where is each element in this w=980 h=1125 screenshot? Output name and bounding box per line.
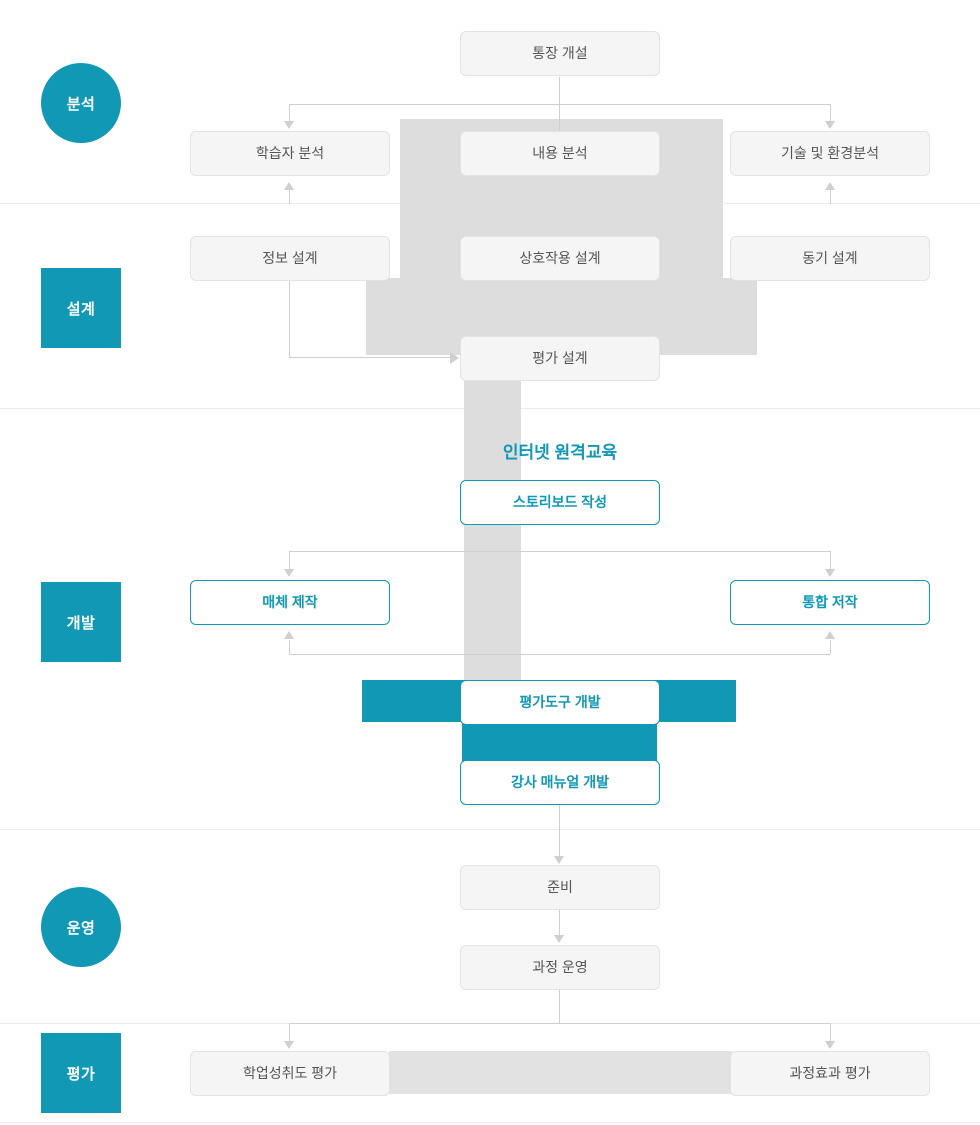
node-account-open[interactable]: 통장 개설: [460, 31, 660, 76]
stage-label-operate[interactable]: 운영: [41, 887, 121, 967]
arrow-right-to-evaluation-design: [450, 352, 459, 364]
node-content-analysis[interactable]: 내용 분석: [460, 131, 660, 176]
connector-prep-to-operation: [559, 909, 560, 937]
connector-dev-left-drop: [289, 551, 290, 571]
stage-label-design[interactable]: 설계: [41, 268, 121, 348]
connector-infodesign-down: [289, 280, 290, 358]
arrow-up-learner-analysis: [284, 182, 294, 190]
arrow-to-preparation: [554, 856, 564, 864]
stage-label-analysis-text: 분석: [66, 95, 96, 113]
connector-dev-bottom-bus: [289, 654, 830, 655]
connector-media-up: [289, 640, 290, 654]
stage-label-develop[interactable]: 개발: [41, 582, 121, 662]
connector-dev-top-bus: [289, 551, 830, 552]
connector-eval-bus: [289, 1023, 830, 1024]
stage-label-evaluate[interactable]: 평가: [41, 1033, 121, 1113]
connector-operation-down: [559, 989, 560, 1024]
internet-distance-education-heading: 인터넷 원격교육: [502, 443, 618, 462]
stage-label-design-text: 설계: [66, 300, 96, 318]
arrow-to-integrated-authoring: [825, 569, 835, 577]
arrow-to-course-effect-eval: [825, 1041, 835, 1049]
node-motivation-design[interactable]: 동기 설계: [730, 236, 930, 281]
arrow-to-achievement-eval: [284, 1041, 294, 1049]
node-instructor-manual[interactable]: 강사 매뉴얼 개발: [460, 760, 660, 805]
backdrop-left-shoulder: [366, 278, 400, 355]
connector-manual-to-prep: [559, 804, 560, 858]
backdrop-evaluation-bar: [389, 1051, 732, 1094]
arrow-up-media-production: [284, 631, 294, 639]
node-preparation[interactable]: 준비: [460, 865, 660, 910]
arrow-to-media-production: [284, 569, 294, 577]
connector-eval-left-drop: [289, 1023, 290, 1043]
divider-bottom: [0, 1122, 980, 1123]
arrow-to-course-operation: [554, 935, 564, 943]
highlight-bar-manual-link: [462, 722, 657, 762]
stage-label-operate-text: 운영: [66, 919, 96, 937]
divider-internet-develop: [0, 829, 980, 830]
backdrop-right-shoulder: [723, 278, 757, 355]
arrow-up-integrated-authoring: [825, 631, 835, 639]
stage-label-evaluate-text: 평가: [66, 1065, 96, 1083]
node-storyboard[interactable]: 스토리보드 작성: [460, 480, 660, 525]
connector-learner-up: [289, 190, 290, 204]
node-achievement-eval[interactable]: 학업성취도 평가: [190, 1051, 390, 1096]
connector-eval-right-drop: [830, 1023, 831, 1043]
connector-row1-bus: [289, 104, 830, 105]
connector-row1-left-drop: [289, 104, 290, 123]
node-evaluation-design[interactable]: 평가 설계: [460, 336, 660, 381]
node-media-production[interactable]: 매체 제작: [190, 580, 390, 625]
stage-label-develop-text: 개발: [66, 614, 96, 632]
node-learner-analysis[interactable]: 학습자 분석: [190, 131, 390, 176]
arrow-up-tech-env-analysis: [825, 182, 835, 190]
node-course-effect-eval[interactable]: 과정효과 평가: [730, 1051, 930, 1096]
connector-row1-right-drop: [830, 104, 831, 123]
connector-dev-right-drop: [830, 551, 831, 571]
node-integrated-authoring[interactable]: 통합 저작: [730, 580, 930, 625]
arrow-to-learner-analysis: [284, 121, 294, 129]
connector-infodesign-to-evaldesign: [289, 357, 454, 358]
arrow-to-tech-env-analysis: [825, 121, 835, 129]
node-info-design[interactable]: 정보 설계: [190, 236, 390, 281]
connector-techenv-up: [830, 190, 831, 204]
node-interaction-design[interactable]: 상호작용 설계: [460, 236, 660, 281]
node-course-operation[interactable]: 과정 운영: [460, 945, 660, 990]
connector-authoring-up: [830, 640, 831, 654]
node-tech-env-analysis[interactable]: 기술 및 환경분석: [730, 131, 930, 176]
node-eval-tool-dev[interactable]: 평가도구 개발: [460, 680, 660, 725]
stage-label-analysis[interactable]: 분석: [41, 63, 121, 143]
